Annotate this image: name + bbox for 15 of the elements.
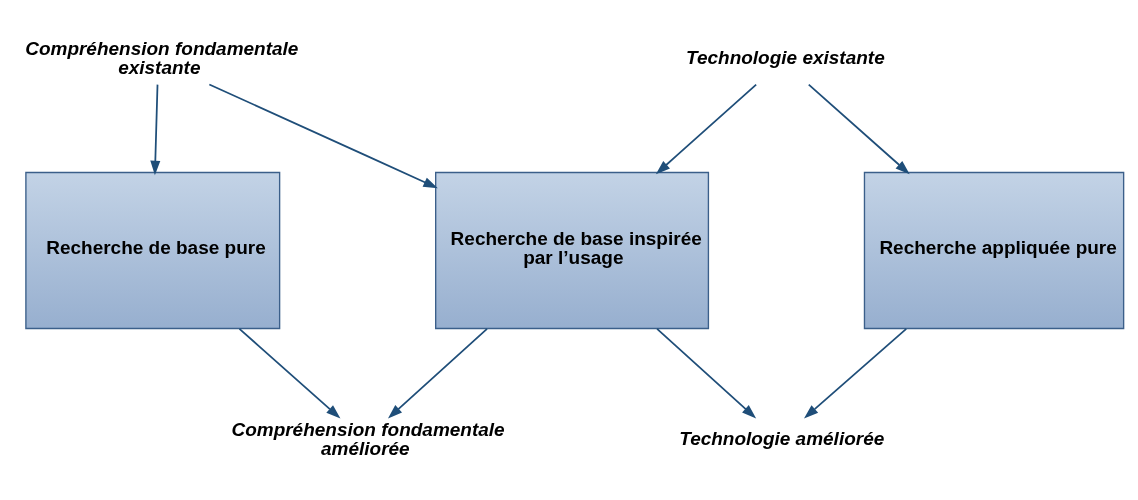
arrow — [387, 327, 488, 418]
arrow — [238, 327, 341, 418]
arrow — [208, 83, 438, 188]
arrow — [655, 83, 758, 174]
arrow — [150, 83, 161, 175]
arrow — [656, 327, 757, 418]
node-text: Technologie existante — [686, 46, 885, 68]
node-box: Recherche de base inspirée par l’usage — [435, 171, 710, 329]
node-box: Recherche de base pure — [25, 171, 281, 329]
arrow — [807, 83, 910, 174]
arrow — [804, 327, 908, 418]
node-text: Technologie améliorée — [679, 427, 885, 449]
node-text: Compréhension fondamentale existante — [25, 37, 299, 78]
node-box: Recherche appliquée pure — [863, 171, 1125, 329]
node-text: Compréhension fondamentale améliorée — [231, 418, 505, 459]
